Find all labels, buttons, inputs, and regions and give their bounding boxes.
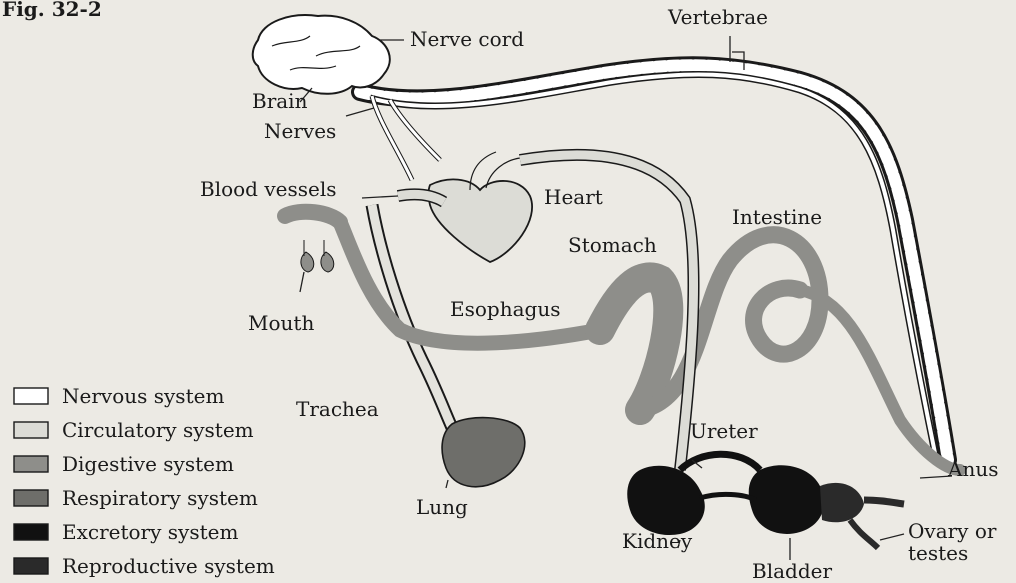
legend-label-reproductive: Reproductive system [62,554,275,578]
label-nerves: Nerves [264,119,336,143]
label-ovary-line1: Ovary or [908,519,997,543]
legend-swatch-circulatory [14,422,48,438]
legend-swatch-respiratory [14,490,48,506]
legend-item-excretory: Excretory system [14,520,238,544]
legend-label-respiratory: Respiratory system [62,486,258,510]
label-esophagus: Esophagus [450,297,560,321]
legend-item-digestive: Digestive system [14,452,234,476]
legend-swatch-reproductive [14,558,48,574]
label-nerve-cord: Nerve cord [410,27,524,51]
legend-swatch-excretory [14,524,48,540]
label-stomach: Stomach [568,233,657,257]
legend-label-circulatory: Circulatory system [62,418,254,442]
label-lung: Lung [416,495,468,519]
label-mouth: Mouth [248,311,314,335]
label-vertebrae: Vertebrae [667,5,768,29]
label-heart: Heart [544,185,603,209]
label-trachea: Trachea [296,397,379,421]
legend-label-digestive: Digestive system [62,452,234,476]
label-ureter: Ureter [690,419,758,443]
label-blood-vessels: Blood vessels [200,177,337,201]
label-kidney: Kidney [622,529,693,553]
label-intestine: Intestine [732,205,822,229]
label-bladder: Bladder [752,559,832,583]
label-anus: Anus [947,457,998,481]
figure-number: Fig. 32-2 [2,0,102,21]
legend-label-nervous: Nervous system [62,384,224,408]
legend-label-excretory: Excretory system [62,520,238,544]
label-brain: Brain [252,89,308,113]
legend-swatch-nervous [14,388,48,404]
legend-item-nervous: Nervous system [14,384,224,408]
legend-swatch-digestive [14,456,48,472]
label-ovary-line2: testes [908,541,968,565]
